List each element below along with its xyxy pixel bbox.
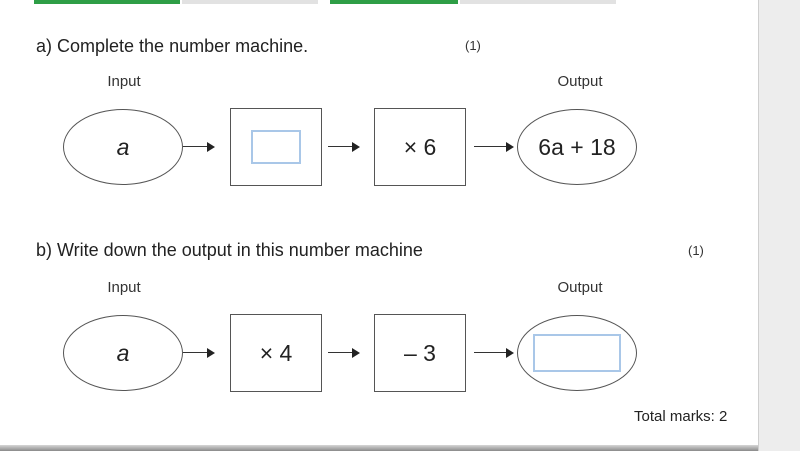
question-b-input-ellipse: a <box>63 315 183 391</box>
question-a-output-label: Output <box>557 73 603 90</box>
question-b-output-label: Output <box>557 279 603 296</box>
question-b-input-value: a <box>116 339 130 366</box>
progress-segment-1 <box>34 0 180 4</box>
arrow-right-icon <box>183 142 215 152</box>
question-b-operation-2: – 3 <box>404 339 436 366</box>
arrow-right-icon <box>474 348 514 358</box>
progress-segment-3 <box>330 0 458 4</box>
arrow-right-icon <box>474 142 514 152</box>
question-a-marks: (1) <box>465 38 481 53</box>
question-a-input-ellipse: a <box>63 109 183 185</box>
question-a-input-value: a <box>116 133 130 160</box>
question-b-input-label: Input <box>107 279 141 296</box>
question-a-operation-2: × 6 <box>403 133 437 160</box>
arrow-right-icon <box>328 142 360 152</box>
question-a-output-ellipse: 6a + 18 <box>517 109 637 185</box>
progress-segment-2 <box>182 0 318 4</box>
question-b-operation-2-box: – 3 <box>374 314 466 392</box>
right-side-panel <box>758 0 800 451</box>
question-a-output-value: 6a + 18 <box>538 133 616 160</box>
page-bottom-edge <box>0 445 758 451</box>
question-a-operation-1-box <box>230 108 322 186</box>
question-a-operation-2-box: × 6 <box>374 108 466 186</box>
question-b-answer-input[interactable] <box>533 334 621 372</box>
question-b-operation-1-box: × 4 <box>230 314 322 392</box>
question-a-input-label: Input <box>107 73 141 90</box>
progress-segment-4 <box>460 0 616 4</box>
question-b-text: b) Write down the output in this number … <box>36 240 423 260</box>
arrow-right-icon <box>183 348 215 358</box>
question-b-marks: (1) <box>688 243 704 258</box>
arrow-right-icon <box>328 348 360 358</box>
total-marks: Total marks: 2 <box>634 408 728 425</box>
question-b-output-ellipse <box>517 315 637 391</box>
question-b-operation-1: × 4 <box>259 339 293 366</box>
question-a-answer-input[interactable] <box>251 130 301 164</box>
question-a-text: a) Complete the number machine. <box>36 36 309 56</box>
